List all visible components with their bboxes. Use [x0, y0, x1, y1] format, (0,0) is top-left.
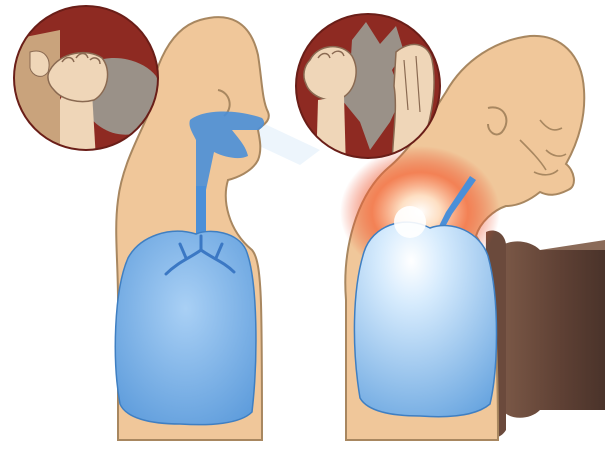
right-lungs	[354, 222, 496, 417]
left-trachea	[196, 186, 206, 238]
dark-brown-object	[498, 241, 605, 417]
inflammation-spark	[394, 206, 426, 238]
